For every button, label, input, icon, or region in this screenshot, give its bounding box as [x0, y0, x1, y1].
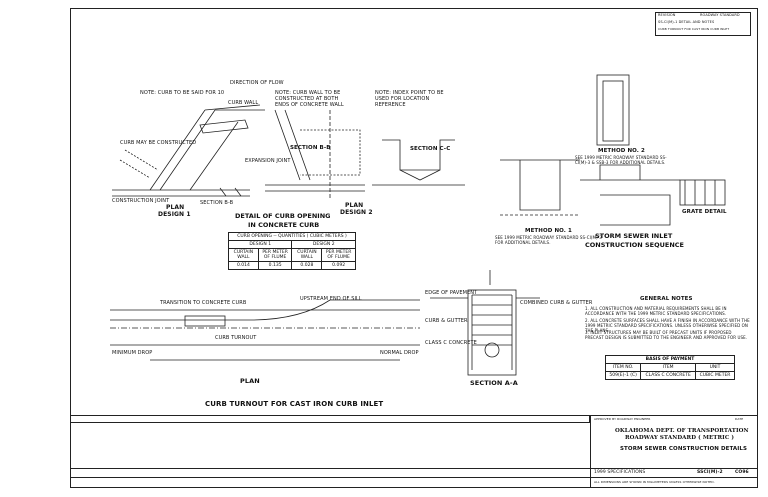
approval-strip — [70, 415, 590, 423]
detail-title-1: DETAIL OF CURB OPENING — [235, 212, 331, 220]
plan1-section-bb: SECTION B-B — [200, 200, 234, 206]
general-notes-title: GENERAL NOTES — [640, 296, 693, 302]
spec-strip — [70, 468, 758, 478]
plan1-title: PLAN — [166, 204, 185, 211]
quantities-value: 0.014 — [228, 261, 259, 270]
quantities-value: 0.092 — [321, 261, 356, 270]
plan1-note-curb: NOTE: CURB TO BE SAID FOR 10 — [140, 90, 225, 96]
section-cc-title: SECTION C-C — [410, 146, 451, 152]
turnout-plan-title: PLAN — [240, 377, 260, 385]
turnout-title: CURB TURNOUT FOR CAST IRON CURB INLET — [205, 400, 384, 408]
basis-cell: CLASS C CONCRETE — [640, 371, 696, 380]
section-aa-note-2: EDGE OF PAVEMENT — [425, 290, 478, 296]
quantities-design2: DESIGN 2 — [291, 240, 356, 249]
method1-note: SEE 1999 METRIC ROADWAY STANDARD SS-CI(M… — [495, 235, 602, 245]
basis-cell: 509(E)-1 (C) — [604, 371, 642, 380]
section-aa-note-3: CURB & GUTTER — [425, 318, 468, 324]
drawing-code: SSCI(M)-2 — [697, 470, 723, 475]
quantities-header: PER METER OF FLUME — [257, 248, 293, 262]
quantities-header: PER METER OF FLUME — [321, 248, 356, 262]
grate-detail-title: GRATE DETAIL — [682, 209, 727, 215]
revision-box — [655, 12, 751, 36]
general-note-1: 1. ALL CONSTRUCTION AND MATERIAL REQUIRE… — [585, 306, 727, 316]
plan2-subtitle: DESIGN 2 — [340, 209, 373, 216]
title-block — [590, 415, 758, 488]
plan1-note-expansion: EXPANSION JOINT — [245, 158, 291, 164]
quantities-header: CURTAIN WALL — [291, 248, 323, 262]
turnout-note-upstream: UPSTREAM END OF SILL — [300, 296, 362, 302]
plan2-note: NOTE: CURB WALL TO BE CONSTRUCTED AT BOT… — [275, 90, 344, 108]
quantities-value: 0.028 — [291, 261, 323, 270]
basis-header: UNIT — [695, 363, 735, 372]
general-note-3: 3. INLET STRUCTURES MAY BE BUILT OF PREC… — [585, 330, 748, 340]
basis-cell: CUBIC METER — [695, 371, 735, 380]
drawing-sheet — [70, 8, 758, 488]
turnout-note-normal-drop: NORMAL DROP — [380, 350, 419, 356]
sheet-number: CO96 — [735, 470, 749, 475]
general-note-2: 2. ALL CONCRETE SURFACES SHALL HAVE A FI… — [585, 318, 750, 333]
revision-row-3: SS-CI(M)-1 DETAIL AND NOTES — [658, 20, 715, 24]
sequence-title-2: CONSTRUCTION SEQUENCE — [585, 241, 685, 249]
plan1-note-curb-may: CURB MAY BE CONSTRUCTED — [120, 140, 197, 146]
method1-title: METHOD NO. 1 — [525, 228, 572, 234]
approved-label: APPROVED BY ROADWAY ENGINEER — [594, 417, 651, 421]
revision-row-1: REVISION — [658, 13, 676, 17]
plan1-note-curb-wall: CURB WALL — [228, 100, 259, 106]
section-aa-note-1: COMBINED CURB & GUTTER — [520, 300, 593, 306]
section-aa-title: SECTION A-A — [470, 379, 518, 387]
quantities-header: CURTAIN WALL — [228, 248, 259, 262]
basis-header: ITEM — [640, 363, 696, 372]
org-line-2: ROADWAY STANDARD ( METRIC ) — [625, 435, 735, 441]
turnout-note-min-drop: MINIMUM DROP — [112, 350, 153, 356]
turnout-note-turnout: CURB TURNOUT — [215, 335, 257, 341]
section-aa-note-4: CLASS C CONCRETE — [425, 340, 477, 346]
sequence-title-1: STORM SEWER INLET — [595, 232, 673, 240]
plan1-note-construction: CONSTRUCTION JOINT — [112, 198, 170, 204]
org-line-1: OKLAHOMA DEPT. OF TRANSPORTATION — [615, 428, 749, 434]
method2-title: METHOD NO. 2 — [598, 148, 645, 154]
quantities-value: 0.135 — [257, 261, 293, 270]
turnout-note-transition: TRANSITION TO CONCRETE CURB — [160, 300, 247, 306]
basis-title: BASIS OF PAYMENT — [605, 355, 735, 364]
quantities-table: CURB OPENING -- QUANTITIES ( CUBIC METER… — [227, 232, 356, 270]
basis-of-payment-table: BASIS OF PAYMENT ITEM NO. ITEM UNIT 509(… — [604, 355, 735, 380]
plan1-subtitle: DESIGN 1 — [158, 211, 191, 218]
sheet-title: STORM SEWER CONSTRUCTION DETAILS — [620, 446, 748, 452]
quantities-title: CURB OPENING -- QUANTITIES ( CUBIC METER… — [228, 232, 356, 241]
plan1-note-flow: DIRECTION OF FLOW — [230, 80, 284, 86]
detail-title-2: IN CONCRETE CURB — [248, 221, 320, 229]
revision-row-4: CURB TURNOUT FOR CAST IRON CURB INLET — [658, 27, 730, 31]
spec-label: 1999 SPECIFICATIONS — [594, 470, 646, 475]
method2-note: SEE 1999 METRIC ROADWAY STANDARD SS-CI(M… — [575, 155, 667, 165]
revision-row-2: ROADWAY STANDARD — [700, 13, 740, 17]
date-label: DATE — [735, 417, 744, 421]
basis-header: ITEM NO. — [604, 363, 642, 372]
plan2-section-bb: SECTION B-B — [290, 145, 331, 151]
quantities-design1: DESIGN 1 — [227, 240, 293, 249]
footer-note: ALL DIMENSIONS ARE SHOWN IN MILLIMETERS … — [594, 480, 715, 484]
plan2-title: PLAN — [345, 202, 364, 209]
section-cc-note: NOTE: INDEX POINT TO BE USED FOR LOCATIO… — [375, 90, 444, 108]
